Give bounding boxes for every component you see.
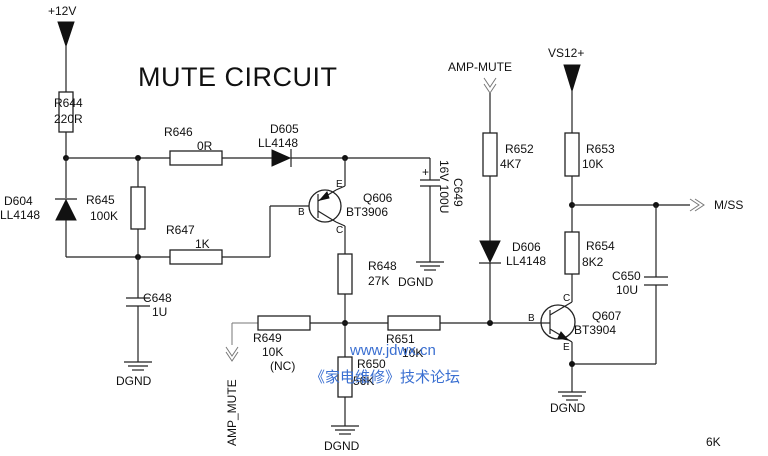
- svg-text:+: +: [422, 165, 429, 179]
- q607-ground-label: DGND: [550, 401, 586, 415]
- r651-value: 10K: [402, 346, 423, 360]
- r652-value: 4K7: [500, 157, 522, 171]
- q607-pin-e: E: [563, 342, 570, 353]
- d605-name: D605: [270, 122, 299, 136]
- r653-value: 10K: [582, 157, 603, 171]
- ground-c648: DGND: [116, 361, 152, 388]
- corner-text: 6K: [706, 435, 721, 449]
- resistor-r652: R652 4K7: [482, 132, 534, 177]
- resistor-r645: R645 100K: [86, 186, 146, 230]
- r648-value: 27K: [368, 274, 389, 288]
- r648-name: R648: [368, 259, 397, 273]
- q606-name: Q606: [363, 191, 393, 205]
- q607-name: Q607: [592, 309, 622, 323]
- r653-name: R653: [586, 142, 615, 156]
- q606-pin-c: C: [336, 225, 343, 236]
- r647-name: R647: [166, 223, 195, 237]
- c648-value: 1U: [152, 305, 167, 319]
- c649-value: 16V 100U: [437, 160, 451, 213]
- r646-name: R646: [164, 125, 193, 139]
- r649-value: 10K: [262, 345, 283, 359]
- m-ss-label: M/SS: [714, 198, 743, 212]
- capacitor-c648: C648 1U: [126, 291, 172, 319]
- capacitor-c650: C650 10U: [612, 269, 668, 297]
- r644-name: R644: [54, 96, 83, 110]
- watermark-site: 《家电维修》技术论坛: [310, 369, 460, 386]
- r650-ground-label: DGND: [324, 439, 360, 453]
- d606-value: LL4148: [506, 254, 546, 268]
- resistor-r654: R654 8K2: [564, 231, 615, 275]
- q606-value: BT3906: [346, 205, 388, 219]
- amp-mute-top-label: AMP-MUTE: [448, 60, 512, 74]
- ground-c649: DGND: [398, 261, 444, 289]
- resistor-r644: R644 220R: [54, 91, 83, 133]
- c650-name: C650: [612, 269, 641, 283]
- diode-d604: D604 LL4148: [0, 194, 77, 222]
- capacitor-c649: + C649 16V 100U: [420, 158, 465, 262]
- m-ss-net: M/SS: [689, 198, 743, 212]
- r650-name: R650: [357, 357, 386, 371]
- q607-pin-b: B: [528, 313, 535, 324]
- watermark-url: www.jdwx.cn: [349, 342, 436, 359]
- r646-value: 0R: [197, 139, 213, 153]
- diode-d606: D606 LL4148: [479, 240, 546, 268]
- r651-name: R651: [386, 332, 415, 346]
- q606-pin-b: B: [298, 207, 305, 218]
- d605-value: LL4148: [258, 136, 298, 150]
- r644-value: 220R: [54, 112, 83, 126]
- vcc-12v-supply: +12V: [48, 4, 76, 48]
- ground-r650: DGND: [324, 425, 360, 453]
- r650-value: 56K: [353, 374, 374, 388]
- resistor-r650: R650 56K: [337, 356, 386, 398]
- q607-value: BT3904: [574, 323, 616, 337]
- r647-value: 1K: [195, 237, 210, 251]
- r649-name: R649: [253, 331, 282, 345]
- r645-value: 100K: [90, 209, 118, 223]
- c649-ground-label: DGND: [398, 275, 434, 289]
- d604-value: LL4148: [0, 208, 40, 222]
- d606-name: D606: [512, 240, 541, 254]
- r652-name: R652: [505, 142, 534, 156]
- resistor-r646: R646 0R: [164, 125, 223, 166]
- q606-pin-e: E: [336, 179, 343, 190]
- vcc-label: +12V: [48, 4, 76, 18]
- ground-q607: DGND: [550, 391, 586, 415]
- resistor-r648: R648 27K: [337, 253, 397, 295]
- diagram-title: MUTE CIRCUIT: [138, 62, 337, 92]
- c649-name: C649: [451, 178, 465, 207]
- transistor-q606: B E C Q606 BT3906: [298, 179, 393, 236]
- q607-pin-c: C: [563, 293, 570, 304]
- vs-arrow-icon: [563, 64, 581, 93]
- resistor-r649: R649 10K (NC): [253, 315, 311, 373]
- vs12-supply: VS12+: [548, 46, 584, 93]
- c648-name: C648: [143, 291, 172, 305]
- resistor-r647: R647 1K: [166, 223, 223, 265]
- c650-value: 10U: [616, 283, 638, 297]
- r645-name: R645: [86, 193, 115, 207]
- transistor-q607: B C E Q607 BT3904: [528, 293, 622, 353]
- r654-value: 8K2: [582, 255, 604, 269]
- amp-mute-bottom-net: AMP_MUTE: [225, 346, 239, 446]
- supply-arrow-icon: [57, 21, 75, 48]
- amp-mute-bottom-label: AMP_MUTE: [225, 379, 239, 446]
- r649-note: (NC): [270, 359, 295, 373]
- d604-name: D604: [4, 194, 33, 208]
- vs-label: VS12+: [548, 46, 584, 60]
- resistor-r653: R653 10K: [564, 132, 615, 177]
- diode-d605: D605 LL4148: [258, 122, 299, 167]
- r654-name: R654: [586, 239, 615, 253]
- amp-mute-top-net: AMP-MUTE: [448, 60, 512, 94]
- c648-ground-label: DGND: [116, 374, 152, 388]
